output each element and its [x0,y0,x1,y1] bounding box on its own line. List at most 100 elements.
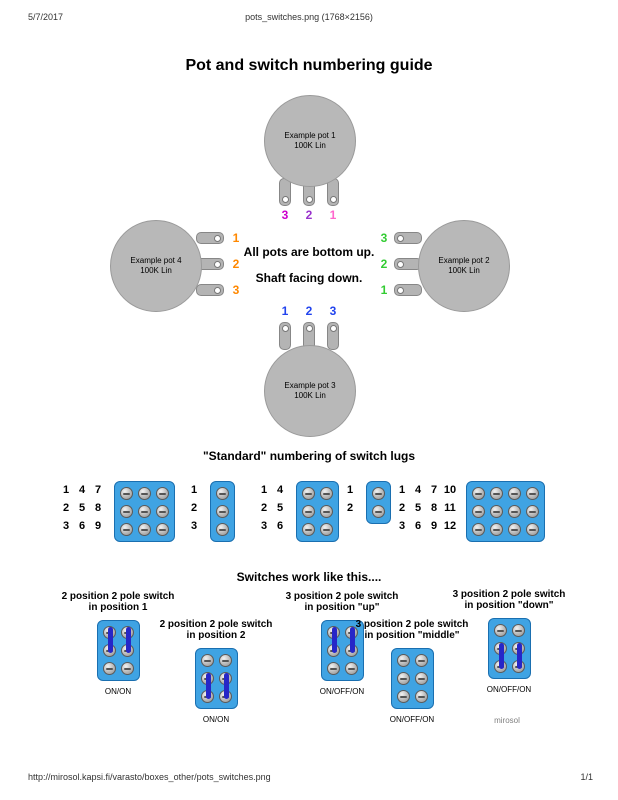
connection-bar [331,627,337,653]
behavior-switch-5-body [487,618,531,679]
pot-2-lug [394,284,422,296]
switch-lug [138,523,151,536]
lug-number: 2 [190,502,198,514]
pot-4-lug [196,284,224,296]
lug-number: 3 [190,520,198,532]
connection-bar [205,673,211,699]
behavior-switch-5: 3 position 2 pole switch in position "do… [443,589,575,694]
pot-3-lug [279,322,291,350]
switch-body-dpdt [296,481,339,542]
switch-lug [156,523,169,536]
behavior-switch-1-label: 2 position 2 pole switch in position 1 [62,591,175,613]
behavior-switch-3-body [320,620,364,681]
switch-numbering-title: "Standard" numbering of switch lugs [202,449,416,463]
lug-number: 2 [62,502,70,514]
switch-lug [372,487,385,500]
credit-text: mirosol [494,716,520,725]
lug-number: 1 [62,484,70,496]
behavior-switch-4: 3 position 2 pole switch in position "mi… [346,619,478,724]
switch-body-spdt [210,481,235,542]
switch-lug [218,654,232,667]
behavior-switch-5-label: 3 position 2 pole switch in position "do… [453,589,566,611]
switch-lug [302,487,315,500]
lug-number: 6 [78,520,86,532]
switch-lug [320,487,333,500]
label-line2: in position 1 [88,602,148,613]
pot-2-body: Example pot 2 100K Lin [418,220,510,312]
pot-1-lug-number: 2 [305,208,313,222]
behavior-switch-1-caption: ON/ON [104,687,132,696]
pot-2-name: Example pot 2 [438,256,490,265]
behavior-switch-4-caption: ON/OFF/ON [389,715,435,724]
pot-3-body: Example pot 3 100K Lin [264,345,356,437]
pot-2-lug-number: 3 [380,231,388,245]
pot-2-value: 100K Lin [448,266,480,275]
switch-lug [526,505,539,518]
pot-1-lug-number: 1 [329,208,337,222]
pot-4-lug-number: 1 [232,231,240,245]
switch-lug [472,505,485,518]
label-line1: 3 position 2 pole switch [452,589,566,600]
pot-1-lug [327,178,339,206]
lug-number: 9 [94,520,102,532]
switch-lug [508,487,521,500]
lug-number: 8 [430,502,438,514]
switch-lug [490,523,503,536]
lug-number: 2 [398,502,406,514]
label-line1: 3 position 2 pole switch [285,591,399,602]
pot-4-lug-number: 2 [232,257,240,271]
lug-number: 8 [94,502,102,514]
lug-number: 4 [276,484,284,496]
lug-number: 2 [260,502,268,514]
switch-lug [302,505,315,518]
behavior-switch-1: 2 position 2 pole switch in position 1 O… [52,591,184,696]
behavior-switch-2: 2 position 2 pole switch in position 2 O… [150,619,282,724]
lug-number: 3 [398,520,406,532]
lug-number: 1 [398,484,406,496]
header-date: 5/7/2017 [28,12,64,22]
lug-number: 5 [414,502,422,514]
switch-body-3pdt [114,481,175,542]
pots-note-line1: All pots are bottom up. [243,245,375,259]
lug-number: 1 [346,484,354,496]
pot-3-lug [327,322,339,350]
lug-number: 1 [260,484,268,496]
switch-lug [102,662,116,675]
switch-lug [138,505,151,518]
pot-2-lug-number: 2 [380,257,388,271]
lug-number: 7 [94,484,102,496]
switch-lug [120,523,133,536]
switch-body-4pdt [466,481,545,542]
pot-4-lug [196,232,224,244]
switch-lug [490,487,503,500]
pots-note-line2: Shaft facing down. [255,271,363,285]
switch-lug [138,487,151,500]
pot-4-lug-number: 3 [232,283,240,297]
lug-number: 6 [276,520,284,532]
switch-lug [508,523,521,536]
behavior-switch-3-label: 3 position 2 pole switch in position "up… [286,591,399,613]
lug-number: 2 [346,502,354,514]
lug-number: 7 [430,484,438,496]
switch-lug [472,523,485,536]
lug-number: 5 [276,502,284,514]
lug-number: 3 [260,520,268,532]
connection-bar [349,627,355,653]
switch-lug [320,505,333,518]
page-title: Pot and switch numbering guide [185,57,433,74]
behavior-switch-5-caption: ON/OFF/ON [486,685,532,694]
switch-lug [490,505,503,518]
switch-lug [156,505,169,518]
pot-1-name: Example pot 1 [284,131,336,140]
pot-1-value: 100K Lin [294,141,326,150]
switch-lug [320,523,333,536]
pot-2-lug [394,258,422,270]
pot-3-value: 100K Lin [294,391,326,400]
switch-behavior-title: Switches work like this.... [236,570,382,584]
